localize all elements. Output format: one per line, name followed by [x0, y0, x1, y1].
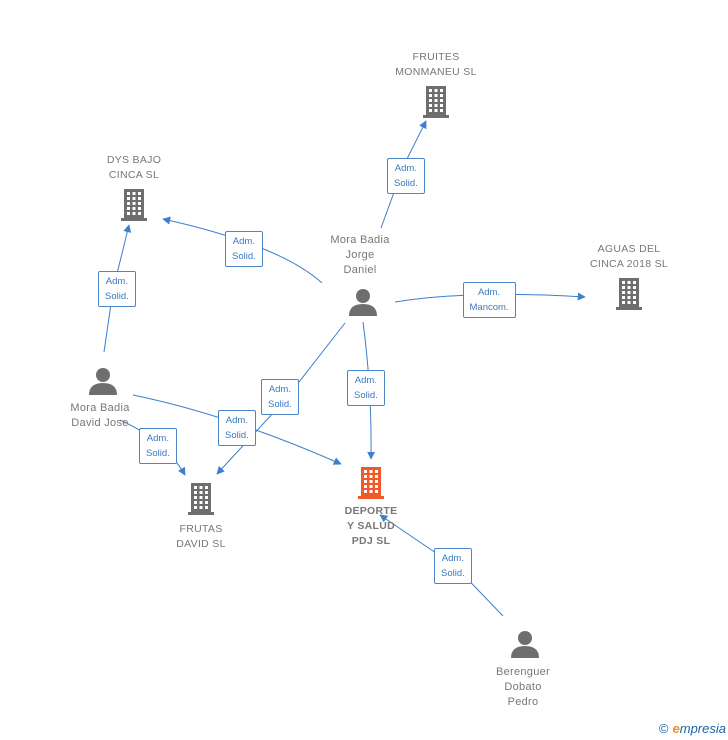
edge-label-jorge-frutas[interactable]: Adm. Solid. — [261, 379, 299, 415]
person-icon-berenguer[interactable] — [511, 631, 539, 658]
edge-label-berenguer-deporte[interactable]: Adm. Solid. — [434, 548, 472, 584]
edge-label-jorge-deporte[interactable]: Adm. Solid. — [347, 370, 385, 406]
node-label-david[interactable]: Mora Badia David Jose — [70, 402, 130, 429]
node-label-jorge[interactable]: Mora Badia Jorge Daniel — [330, 234, 390, 276]
node-label-dys[interactable]: DYS BAJO CINCA SL — [106, 154, 162, 181]
brand-e: e — [672, 721, 680, 736]
edge-label-jorge-dys[interactable]: Adm. Solid. — [225, 231, 263, 267]
edge-label-jorge-fruites[interactable]: Adm. Solid. — [387, 158, 425, 194]
edge-label-jorge-aguas[interactable]: Adm. Mancom. — [462, 282, 516, 318]
node-label-fruites[interactable]: FRUITES MONMANEU SL — [395, 51, 477, 78]
brand-name: mpresia — [679, 721, 726, 736]
building-icon-frutas[interactable] — [188, 483, 214, 515]
copyright-icon: © — [658, 721, 669, 736]
edge-label-david-dys[interactable]: Adm. Solid. — [98, 271, 136, 307]
edge-label-david-deporte[interactable]: Adm. Solid. — [218, 410, 256, 446]
person-icon-jorge[interactable] — [349, 289, 377, 316]
node-label-deporte[interactable]: DEPORTE Y SALUD PDJ SL — [344, 505, 398, 547]
node-label-berenguer[interactable]: Berenguer Dobato Pedro — [495, 666, 551, 708]
building-icon-fruites[interactable] — [423, 86, 449, 118]
footer-brand[interactable]: ©empresia — [659, 721, 726, 736]
node-label-frutas[interactable]: FRUTAS DAVID SL — [176, 523, 226, 550]
focus-building-icon-deporte[interactable] — [358, 467, 384, 499]
node-label-aguas[interactable]: AGUAS DEL CINCA 2018 SL — [589, 243, 669, 270]
building-icon-dys[interactable] — [121, 189, 147, 221]
edge-label-david-frutas[interactable]: Adm. Solid. — [139, 428, 177, 464]
person-icon-david[interactable] — [89, 368, 117, 395]
building-icon-aguas[interactable] — [616, 278, 642, 310]
